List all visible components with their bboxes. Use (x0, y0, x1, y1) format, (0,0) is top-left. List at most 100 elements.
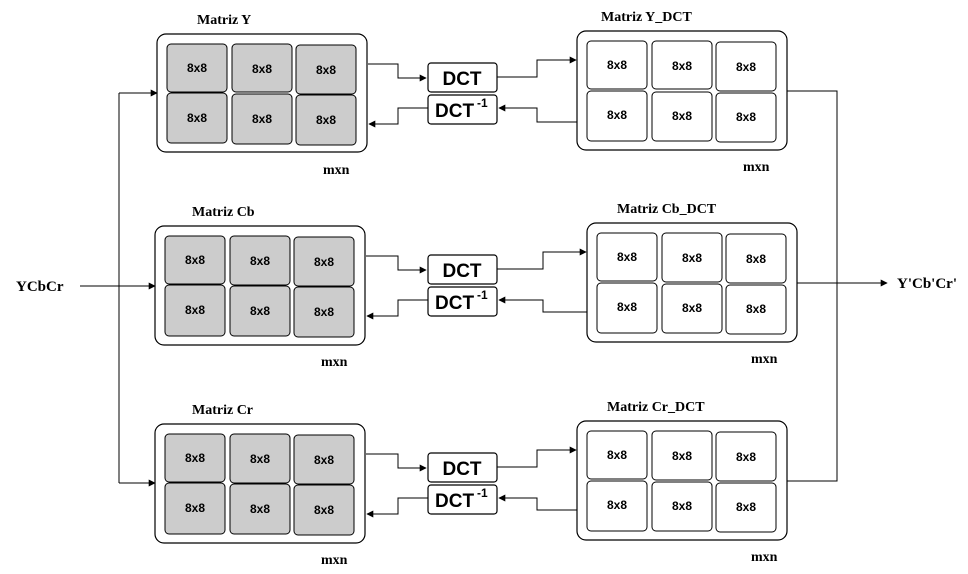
output-label: Y'Cb'Cr' (897, 276, 957, 292)
matrix-crdct-cell (586, 480, 648, 532)
cell-label: 8x8 (736, 60, 756, 74)
matrix-y-cell (231, 43, 293, 93)
input-wires (80, 89, 158, 487)
idct-y-box (427, 94, 498, 125)
arrow-dct-to-cbdct (497, 248, 587, 270)
matrix-ydct-cell (715, 92, 777, 143)
matrix-cbdct-cell (661, 232, 723, 283)
cell-label: 8x8 (314, 503, 334, 517)
matrix-cb-title: Matriz Cb (192, 205, 255, 220)
cell-label: 8x8 (682, 251, 702, 265)
matrix-cb-cell (164, 235, 226, 285)
cell-label: 8x8 (250, 502, 270, 516)
cell-label: 8x8 (672, 109, 692, 123)
cell-label: 8x8 (314, 305, 334, 319)
cell-label: 8x8 (252, 112, 272, 126)
matrix-cr-dim: mxn (321, 553, 348, 568)
input-label: YCbCr (16, 279, 64, 295)
matrix-crdct-cell (715, 482, 777, 533)
cell-label: 8x8 (736, 500, 756, 514)
idct-y-superscript: -1 (477, 96, 488, 110)
matrix-y-cell (231, 93, 293, 145)
matrix-ydct-cell (586, 90, 648, 142)
cell-label: 8x8 (187, 61, 207, 75)
arrow-cr-to-dct (366, 453, 427, 472)
cell-label: 8x8 (617, 300, 637, 314)
matrix-cbdct-cell (661, 283, 723, 334)
matrix-ydct-cell (651, 40, 713, 90)
row-y: Matriz Y 8x8 8x8 8x8 8x8 8x8 8x8 mxn DCT… (156, 10, 788, 178)
matrix-y-dim: mxn (323, 163, 350, 178)
matrix-crdct-cell (651, 430, 713, 481)
cell-label: 8x8 (672, 449, 692, 463)
row-cr: Matriz Cr 8x8 8x8 8x8 8x8 8x8 8x8 mxn DC… (154, 400, 788, 568)
matrix-cr-title: Matriz Cr (192, 403, 253, 418)
cell-label: 8x8 (682, 301, 702, 315)
cell-label: 8x8 (672, 499, 692, 513)
matrix-ydct-cell (586, 40, 648, 90)
cell-label: 8x8 (607, 448, 627, 462)
arrow-cb-to-dct (366, 255, 427, 274)
matrix-cr-cell (164, 433, 226, 483)
matrix-ydct-cell (651, 91, 713, 142)
output-wires (787, 90, 888, 482)
cell-label: 8x8 (746, 252, 766, 266)
matrix-cr-cell (293, 484, 355, 536)
dct-y-label: DCT (442, 69, 481, 90)
matrix-cb-cell (293, 286, 355, 338)
arrow-cbdct-to-idct (498, 296, 587, 313)
matrix-crdct-grid: 8x8 8x8 8x8 8x8 8x8 8x8 (586, 430, 777, 533)
cell-label: 8x8 (185, 451, 205, 465)
cell-label: 8x8 (736, 450, 756, 464)
matrix-ydct-title: Matriz Y_DCT (601, 10, 693, 25)
matrix-crdct-cell (715, 431, 777, 482)
cell-label: 8x8 (316, 63, 336, 77)
matrix-cb-cell (229, 285, 291, 337)
cell-label: 8x8 (185, 501, 205, 515)
arrow-ydct-to-idct (498, 104, 577, 123)
cell-label: 8x8 (250, 304, 270, 318)
cell-label: 8x8 (607, 58, 627, 72)
matrix-y-grid: 8x8 8x8 8x8 8x8 8x8 8x8 (166, 43, 357, 146)
cell-label: 8x8 (185, 253, 205, 267)
arrow-idct-to-cb (366, 299, 428, 320)
idct-cr-box (427, 484, 498, 515)
idct-y-label: DCT (435, 101, 474, 122)
matrix-crdct-cell (651, 481, 713, 532)
matrix-y-cell (295, 44, 357, 95)
matrix-ydct-dim: mxn (743, 160, 770, 175)
cell-label: 8x8 (672, 59, 692, 73)
arrow-dct-to-ydct (497, 56, 577, 78)
cell-label: 8x8 (185, 303, 205, 317)
matrix-cr-cell (164, 482, 226, 535)
matrix-cr-cell (229, 483, 291, 535)
matrix-y-cell (295, 94, 357, 146)
idct-cb-label: DCT (435, 293, 474, 314)
matrix-ydct-cell (715, 41, 777, 92)
matrix-cr-grid: 8x8 8x8 8x8 8x8 8x8 8x8 (164, 433, 355, 536)
cell-label: 8x8 (607, 498, 627, 512)
cell-label: 8x8 (314, 453, 334, 467)
cell-label: 8x8 (250, 452, 270, 466)
arrow-y-to-dct (368, 63, 427, 82)
cell-label: 8x8 (617, 250, 637, 264)
matrix-ydct-grid: 8x8 8x8 8x8 8x8 8x8 8x8 (586, 40, 777, 143)
matrix-cbdct-grid: 8x8 8x8 8x8 8x8 8x8 8x8 (596, 232, 787, 335)
cell-label: 8x8 (250, 254, 270, 268)
dct-cb-label: DCT (442, 261, 481, 282)
matrix-cbdct-cell (596, 232, 658, 282)
cell-label: 8x8 (252, 62, 272, 76)
matrix-cbdct-dim: mxn (751, 352, 778, 367)
idct-cr-label: DCT (435, 491, 474, 512)
dct-cr-label: DCT (442, 459, 481, 480)
matrix-cbdct-cell (725, 233, 787, 284)
matrix-cbdct-cell (596, 282, 658, 334)
matrix-cr-cell (229, 433, 291, 484)
cell-label: 8x8 (187, 111, 207, 125)
cell-label: 8x8 (314, 255, 334, 269)
matrix-cbdct-cell (725, 284, 787, 335)
cell-label: 8x8 (736, 110, 756, 124)
arrow-crdct-to-idct (498, 494, 577, 511)
matrix-cr-cell (293, 434, 355, 485)
